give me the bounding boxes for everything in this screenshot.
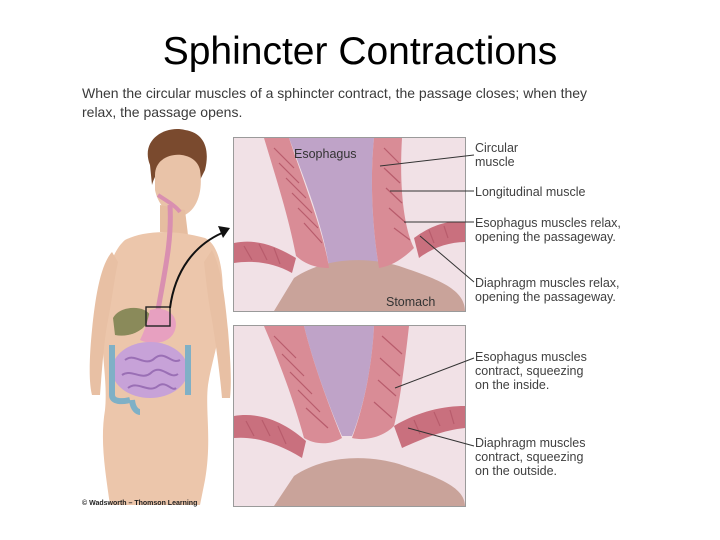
- label-longitudinal-muscle: Longitudinal muscle: [475, 185, 586, 199]
- leader-dia-contract: [407, 427, 475, 447]
- esophagus-wall-left: [264, 138, 329, 268]
- esophagus-lumen-closed: [304, 326, 374, 436]
- figure-highlight-box: [145, 306, 171, 327]
- diaphragm-left-contracted: [234, 415, 306, 458]
- label-eso-contract-line2: contract, squeezing: [475, 364, 584, 378]
- leader-eso-contract: [394, 357, 475, 389]
- contracted-sphincter-illustration: [234, 326, 465, 506]
- caption-line-2: relax, the passage opens.: [82, 104, 243, 120]
- label-circular-line1: Circular: [475, 141, 519, 155]
- figure-intestines: [112, 342, 188, 398]
- figure-esophagus: [155, 204, 173, 311]
- label-eso-relax-line2: opening the passageway.: [475, 230, 616, 244]
- diaphragm-right: [414, 221, 465, 258]
- caption: When the circular muscles of a sphincter…: [82, 84, 642, 122]
- esophagus-label: Esophagus: [294, 147, 357, 161]
- panel-relaxed: Esophagus Stomach: [233, 137, 466, 312]
- leader-circular: [379, 154, 475, 167]
- label-circular-line2: muscle: [475, 155, 515, 169]
- label-dia-relax-line2: opening the passageway.: [475, 290, 616, 304]
- label-eso-contract-line1: Esophagus muscles: [475, 350, 587, 364]
- page-title: Sphincter Contractions: [162, 30, 558, 73]
- label-dia-contract-line2: contract, squeezing: [475, 450, 584, 464]
- diaphragm-right-contracted: [394, 406, 465, 448]
- label-esophagus-contract: Esophagus muscles contract, squeezing on…: [475, 350, 587, 392]
- esophagus-lumen: [289, 138, 379, 268]
- figure-liver: [113, 307, 150, 336]
- panel-contracted: [233, 325, 466, 507]
- figure-left-arm: [89, 252, 118, 395]
- label-dia-contract-line1: Diaphragm muscles: [475, 436, 586, 450]
- label-esophagus-relax: Esophagus muscles relax, opening the pas…: [475, 216, 621, 244]
- label-diaphragm-relax: Diaphragm muscles relax, opening the pas…: [475, 276, 620, 304]
- label-dia-contract-line3: on the outside.: [475, 464, 558, 478]
- stomach-body: [274, 260, 465, 311]
- stomach-body-lower: [274, 458, 465, 506]
- copyright-credit: © Wadsworth – Thomson Learning: [82, 500, 198, 507]
- figure-large-intestine: [109, 345, 191, 405]
- figure-rectum: [129, 399, 141, 415]
- label-circular-muscle: Circular muscle: [475, 141, 518, 169]
- stomach-label: Stomach: [386, 295, 436, 309]
- label-dia-relax-line1: Diaphragm muscles relax,: [475, 276, 620, 290]
- label-eso-contract-line3: on the inside.: [475, 378, 550, 392]
- zoom-arrow-head: [218, 226, 230, 238]
- figure-neck: [160, 205, 188, 235]
- figure-right-arm: [204, 250, 231, 398]
- caption-line-1: When the circular muscles of a sphincter…: [82, 85, 588, 101]
- figure-intestine-coils: [121, 354, 181, 390]
- zoom-arrow: [169, 232, 223, 309]
- figure-mouth-tract: [156, 193, 182, 214]
- muscle-stripes-lower: [245, 335, 455, 445]
- relaxed-sphincter-illustration: [234, 138, 465, 311]
- muscle-stripes: [243, 147, 449, 265]
- label-eso-relax-line1: Esophagus muscles relax,: [475, 216, 621, 230]
- leader-dia-relax: [419, 235, 475, 283]
- label-diaphragm-contract: Diaphragm muscles contract, squeezing on…: [475, 436, 585, 478]
